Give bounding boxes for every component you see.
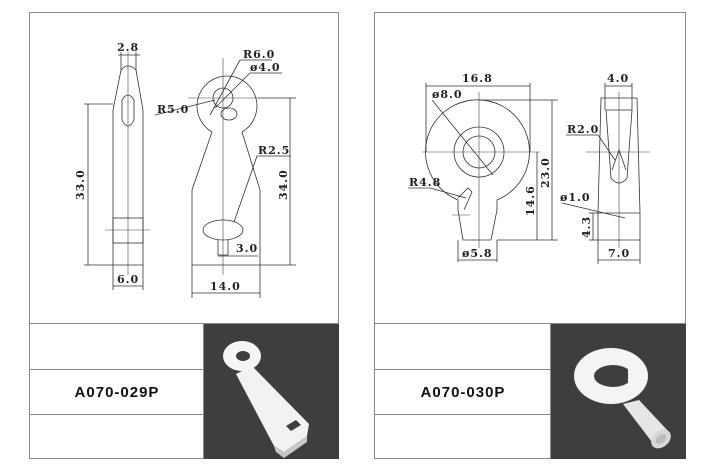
dim-width-front: 14.0 (210, 280, 241, 293)
table-row-blank-top (30, 323, 204, 369)
dim-top-width-side: 4.0 (607, 72, 629, 85)
part1-front-view: 34.0 14.0 R6.0 ø4.0 R5.0 R2.5 3.0 (154, 48, 296, 298)
dim-top-width: 2.8 (117, 41, 139, 54)
eye-hook-render (574, 348, 671, 449)
dim-side-radius: R2.0 (567, 123, 599, 136)
dim-width-front-2: 16.8 (462, 72, 493, 85)
part-code-label: A070-030P (375, 369, 551, 414)
part2-front-view: 16.8 23.0 14.6 ø5.8 ø8.0 R4.8 (408, 72, 558, 262)
dim-radius-left: R5.0 (157, 103, 189, 116)
dim-base-height: 4.3 (580, 216, 593, 238)
dim-hook-radius: R4.8 (409, 176, 441, 189)
part-panel-a070-029p: A070-029P (29, 12, 339, 459)
part-code-label: A070-029P (30, 369, 204, 414)
dim-slot-radius: R2.5 (258, 144, 290, 157)
dim-bottom-width-side: 6.0 (117, 273, 139, 286)
dim-height-front: 34.0 (277, 169, 290, 200)
dim-tube-diameter: ø5.8 (462, 247, 492, 260)
dim-neck-height: 14.6 (524, 185, 537, 216)
tab-hook-render (223, 341, 309, 458)
dim-hole-diameter: ø4.0 (250, 61, 280, 74)
dim-slot-offset: 3.0 (236, 242, 258, 255)
dim-pin-diameter: ø1.0 (560, 191, 590, 204)
product-photo-a070-029p (203, 323, 339, 459)
part1-side-view: 2.8 33.0 6.0 (74, 41, 150, 290)
dim-outer-radius: R6.0 (243, 48, 275, 61)
dim-base-width: 7.0 (608, 247, 630, 260)
dim-height-side: 33.0 (74, 169, 87, 200)
dim-total-height: 23.0 (539, 157, 552, 188)
table-row-blank-bottom (30, 414, 204, 459)
part2-side-view: 4.0 R2.0 ø1.0 4.3 7.0 (560, 72, 650, 264)
table-row-blank-bottom (375, 414, 551, 459)
table-row-blank-top (375, 323, 551, 369)
product-photo-a070-030p (550, 323, 686, 459)
dim-ring-diameter: ø8.0 (432, 88, 462, 101)
